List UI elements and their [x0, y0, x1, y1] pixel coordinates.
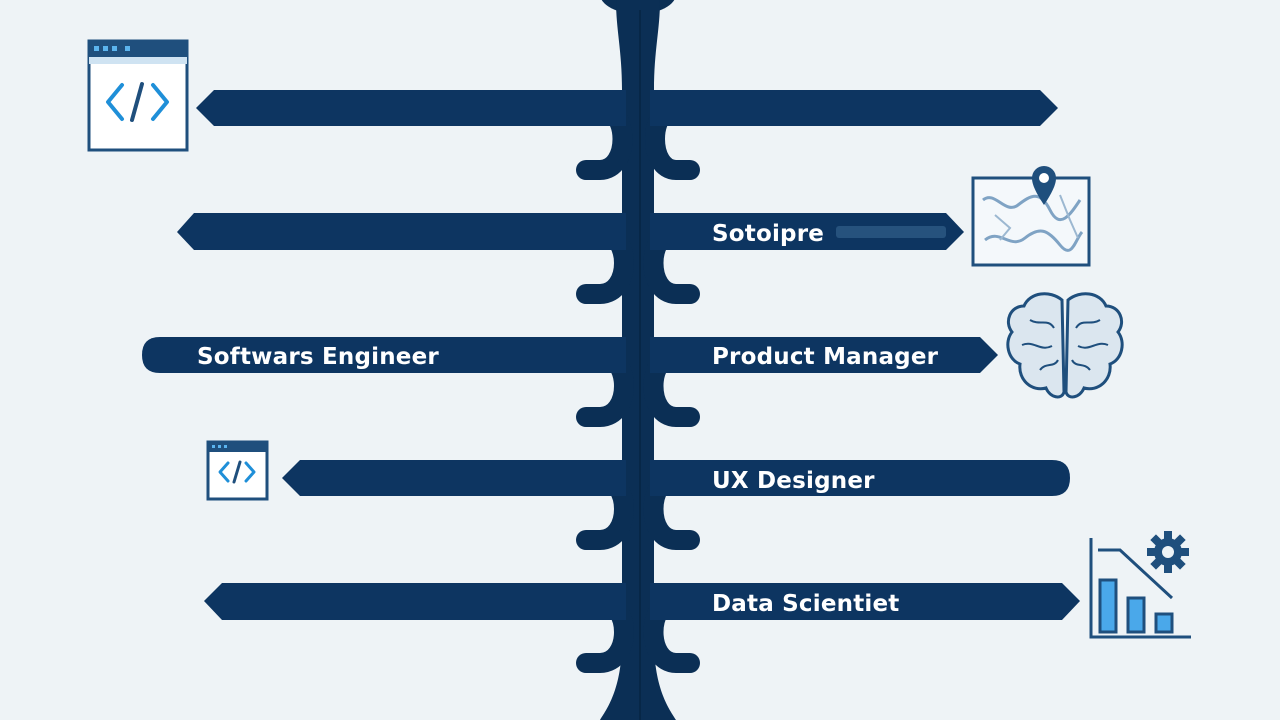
code-window-small-icon — [206, 440, 269, 501]
label-softwars-engineer: Softwars Engineer — [197, 344, 439, 370]
branch-bar-right-1 — [650, 90, 1058, 126]
branch-bar-right-3 — [650, 337, 998, 373]
label-data-scientiet: Data Scientiet — [712, 591, 899, 617]
branch-bar-left-5 — [204, 583, 626, 620]
trunk — [600, 0, 676, 720]
branch-bar-right-5 — [650, 583, 1080, 620]
branch-bar-left-1 — [196, 90, 626, 126]
map-pin-icon — [971, 166, 1091, 267]
branch-bars — [142, 90, 1080, 620]
branch-bar-left-2 — [177, 213, 626, 250]
branch-bar-right-2 — [650, 213, 964, 250]
label-ux-designer: UX Designer — [712, 468, 875, 494]
bar-chart-gear-icon — [1089, 531, 1191, 639]
label-product-manager: Product Manager — [712, 344, 939, 370]
code-window-icon — [87, 39, 189, 152]
branch-bar-left-3 — [142, 337, 626, 373]
branch-bar-left-4 — [282, 460, 626, 496]
branch-labels: Sotoipre Softwars Engineer Product Manag… — [197, 221, 939, 617]
label-sotoipre: Sotoipre — [712, 221, 824, 247]
gear-icon — [1147, 531, 1189, 573]
brain-icon — [1006, 292, 1124, 399]
branch-bar-right-4 — [650, 460, 1070, 496]
blurred-label-tail — [836, 226, 946, 238]
